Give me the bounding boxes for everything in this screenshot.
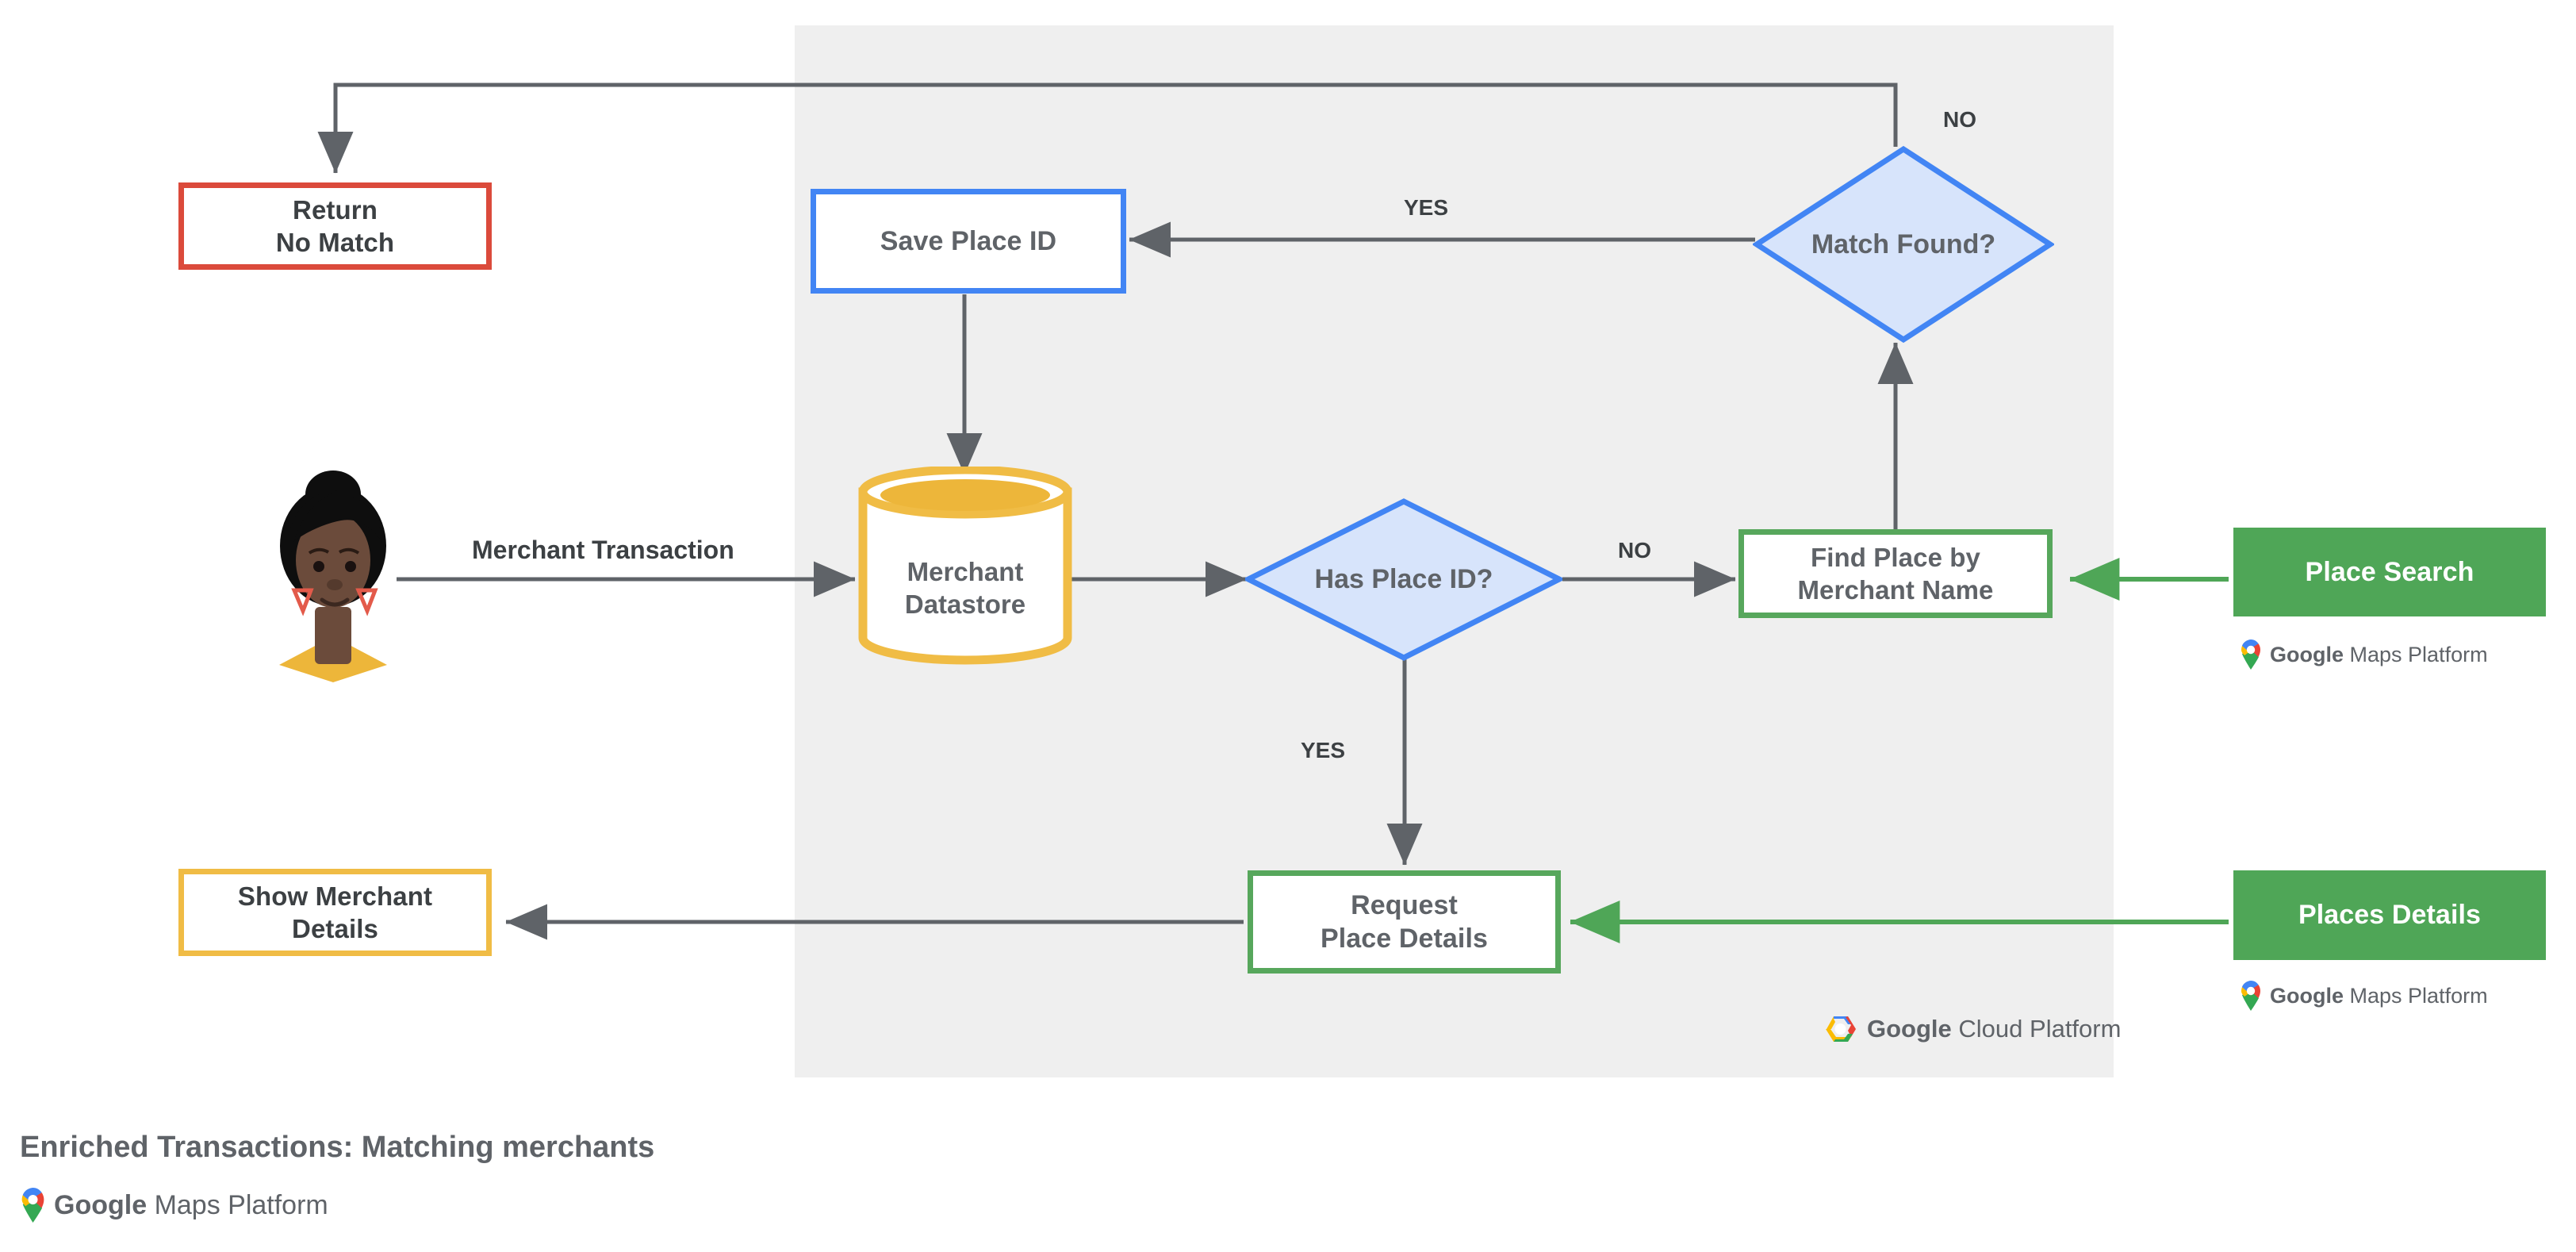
google-maps-pin-icon [21,1188,44,1223]
edge-label-match-found-yes: YES [1404,195,1449,220]
google-maps-pin-icon [2241,639,2260,670]
avatar-earring-left [291,588,314,616]
datastore-top-fill [880,479,1050,511]
has-place-id-diamond-shape [1242,498,1566,661]
node-match-found[interactable]: Match Found? [1751,145,2056,344]
node-find-place-by-merchant-name[interactable]: Find Place by Merchant Name [1738,529,2053,618]
return-no-match-line-2: No Match [275,228,395,257]
node-show-merchant-details[interactable]: Show Merchant Details [178,869,492,956]
avatar-eyebrow-left [308,547,330,555]
maps-platform-logo-text: Google Maps Platform [2270,984,2488,1008]
avatar-neck [315,607,351,664]
maps-platform-logo-place-search: Google Maps Platform [2240,639,2488,670]
places-details-label: Places Details [2298,900,2482,931]
node-request-place-details[interactable]: Request Place Details [1248,870,1561,974]
find-place-line-2: Merchant Name [1797,575,1994,605]
return-no-match-line-1: Return [293,194,378,225]
maps-platform-logo-places-details: Google Maps Platform [2240,981,2488,1011]
node-has-place-id[interactable]: Has Place ID? [1242,498,1566,661]
google-maps-pin-icon [2241,981,2260,1011]
match-found-diamond-shape [1751,145,2056,344]
cloud-platform-word-cloud-platform: Cloud Platform [1958,1015,2122,1043]
avatar-nose [327,579,343,590]
avatar-eye-right [345,561,356,572]
place-search-label: Place Search [2305,556,2474,587]
save-place-id-line-1: Save Place ID [880,225,1057,256]
avatar-earring-right [355,588,378,616]
merchant-datastore-line-2: Datastore [904,590,1026,619]
person-avatar-icon [262,460,404,682]
google-cloud-hexagon-icon [1826,1016,1856,1042]
datastore-body [858,487,1072,665]
google-cloud-platform-logo-text: Google Cloud Platform [1867,1015,2121,1043]
edge-label-merchant-transaction: Merchant Transaction [472,536,734,564]
maps-platform-word-maps-platform: Maps Platform [154,1189,328,1220]
avatar-eye-left [313,561,324,572]
cloud-platform-word-google: Google [1867,1015,1952,1043]
find-place-line-1: Find Place by [1810,542,1981,572]
node-merchant-datastore[interactable]: Merchant Datastore [858,465,1072,665]
show-merchant-details-line-1: Show Merchant [237,881,433,911]
edge-label-match-found-no: NO [1943,107,1976,132]
avatar-mouth [320,597,350,607]
maps-platform-word-maps-platform: Maps Platform [2349,983,2488,1008]
maps-platform-logo-text: Google Maps Platform [2270,643,2488,667]
edge-label-has-place-id-yes: YES [1301,738,1346,762]
merchant-datastore-label: Merchant Datastore [858,513,1072,663]
edge-label-has-place-id-no: NO [1618,538,1651,563]
maps-platform-word-google: Google [2270,983,2344,1008]
show-merchant-details-line-2: Details [292,914,378,943]
maps-platform-word-maps-platform: Maps Platform [2349,642,2488,666]
node-place-search[interactable]: Place Search [2233,528,2546,616]
maps-platform-word-google: Google [54,1189,148,1220]
node-places-details[interactable]: Places Details [2233,870,2546,960]
node-return-no-match[interactable]: Return No Match [178,182,492,270]
avatar-face [296,513,370,608]
maps-platform-logo-footer: Google Maps Platform [20,1188,328,1223]
merchant-datastore-line-1: Merchant [907,556,1024,586]
page-title: Enriched Transactions: Matching merchant… [20,1131,655,1164]
maps-platform-logo-text: Google Maps Platform [54,1190,328,1221]
request-place-details-line-2: Place Details [1320,924,1489,954]
google-cloud-platform-logo: Google Cloud Platform [1824,1014,2121,1044]
request-place-details-line-1: Request [1351,889,1458,920]
node-save-place-id[interactable]: Save Place ID [811,189,1126,294]
avatar-eyebrow-right [338,547,360,555]
maps-platform-word-google: Google [2270,642,2344,666]
